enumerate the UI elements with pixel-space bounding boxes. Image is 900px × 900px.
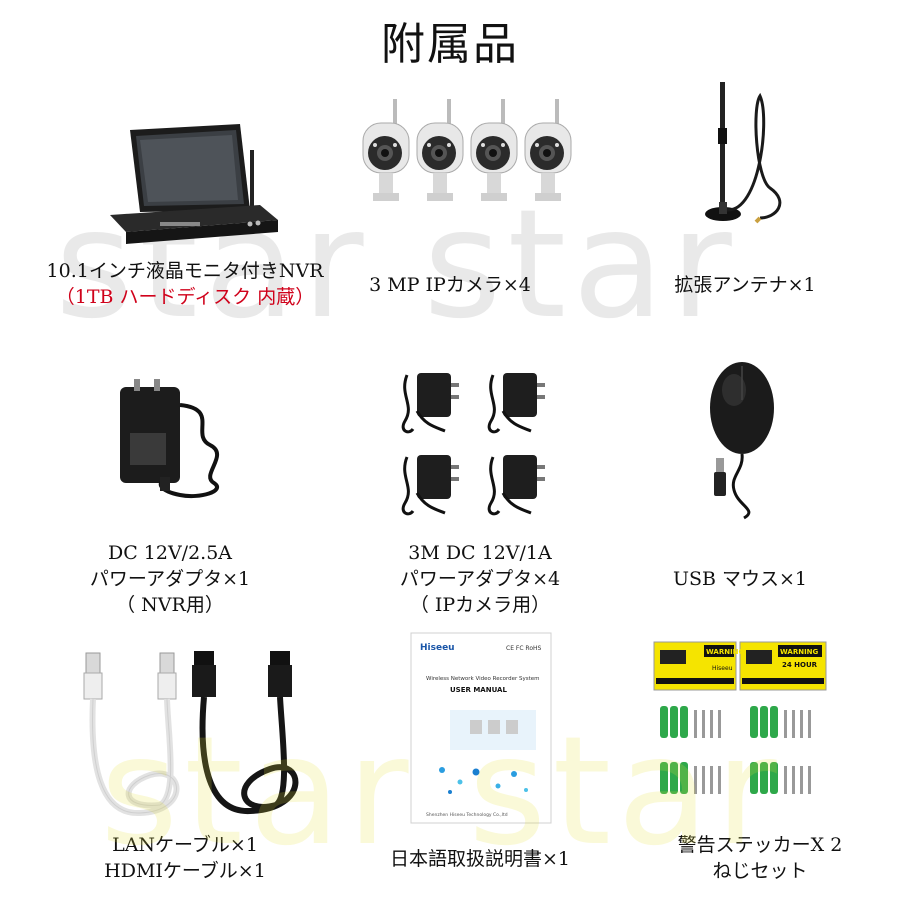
usb-mouse-image bbox=[700, 360, 800, 525]
caption-ip-camera: 3 MP IPカメラ×4 bbox=[330, 272, 570, 298]
sticker-warning-right: WARNING bbox=[780, 648, 819, 656]
lan-hdmi-cables-image bbox=[80, 645, 330, 820]
caption-cables: LANケーブル×1 HDMIケーブル×1 bbox=[60, 832, 310, 884]
caption-stickers: 警告ステッカーX 2 ねじセット bbox=[640, 832, 880, 884]
ip-cameras-image bbox=[355, 95, 585, 215]
manual-heading: USER MANUAL bbox=[450, 686, 507, 694]
caption-power-adapter-nvr-line-2: パワーアダプタ×1 bbox=[89, 568, 251, 590]
caption-power-adapter-nvr-line-3: （ NVR用） bbox=[116, 594, 224, 616]
caption-cables-line-1: LANケーブル×1 bbox=[112, 834, 258, 856]
caption-nvr: 10.1インチ液晶モニタ付きNVR （1TB ハードディスク 内蔵） bbox=[20, 258, 350, 310]
caption-nvr-line-1: 10.1インチ液晶モニタ付きNVR bbox=[46, 260, 324, 282]
caption-ip-camera-line-1: 3 MP IPカメラ×4 bbox=[369, 274, 531, 296]
caption-stickers-line-2: ねじセット bbox=[712, 860, 808, 882]
manual-brand: Hiseeu bbox=[420, 643, 455, 653]
manual-footer: Shenzhen Hiseeu Technology Co.,ltd bbox=[426, 812, 508, 818]
nvr-monitor-image bbox=[100, 120, 290, 250]
caption-power-adapter-nvr: DC 12V/2.5A パワーアダプタ×1 （ NVR用） bbox=[50, 540, 290, 618]
user-manual-image: Hiseeu CE FC RoHS Wireless Network Video… bbox=[410, 632, 552, 824]
antenna-image bbox=[690, 78, 810, 233]
caption-cables-line-2: HDMIケーブル×1 bbox=[104, 860, 266, 882]
caption-stickers-line-1: 警告ステッカーX 2 bbox=[677, 834, 843, 856]
power-adapter-nvr-image bbox=[110, 375, 240, 515]
sticker-brand: Hiseeu bbox=[712, 665, 733, 672]
manual-cert: CE FC RoHS bbox=[506, 645, 542, 652]
caption-power-adapter-camera: 3M DC 12V/1A パワーアダプタ×4 （ IPカメラ用） bbox=[360, 540, 600, 618]
caption-power-adapter-camera-line-2: パワーアダプタ×4 bbox=[399, 568, 561, 590]
caption-antenna-line-1: 拡張アンテナ×1 bbox=[674, 274, 816, 296]
page-title: 附属品 bbox=[381, 19, 519, 70]
caption-antenna: 拡張アンテナ×1 bbox=[630, 272, 860, 298]
stickers-screws-image: WARNING WARNING 24 HOUR Hiseeu bbox=[652, 640, 830, 818]
power-adapters-camera-image bbox=[395, 365, 575, 525]
caption-power-adapter-camera-line-3: （ IPカメラ用） bbox=[409, 594, 551, 616]
sticker-warning-left: WARNING bbox=[706, 648, 745, 656]
caption-power-adapter-nvr-line-1: DC 12V/2.5A bbox=[107, 542, 233, 564]
caption-usb-mouse: USB マウス×1 bbox=[630, 566, 850, 592]
manual-subtitle: Wireless Network Video Recorder System bbox=[426, 676, 540, 682]
caption-power-adapter-camera-line-1: 3M DC 12V/1A bbox=[408, 542, 552, 564]
caption-usb-mouse-line-1: USB マウス×1 bbox=[672, 568, 808, 590]
sticker-hours: 24 HOUR bbox=[782, 661, 818, 669]
caption-manual: 日本語取扱説明書×1 bbox=[350, 846, 610, 872]
caption-manual-line-1: 日本語取扱説明書×1 bbox=[389, 848, 570, 870]
caption-nvr-line-2: （1TB ハードディスク 内蔵） bbox=[55, 286, 315, 308]
